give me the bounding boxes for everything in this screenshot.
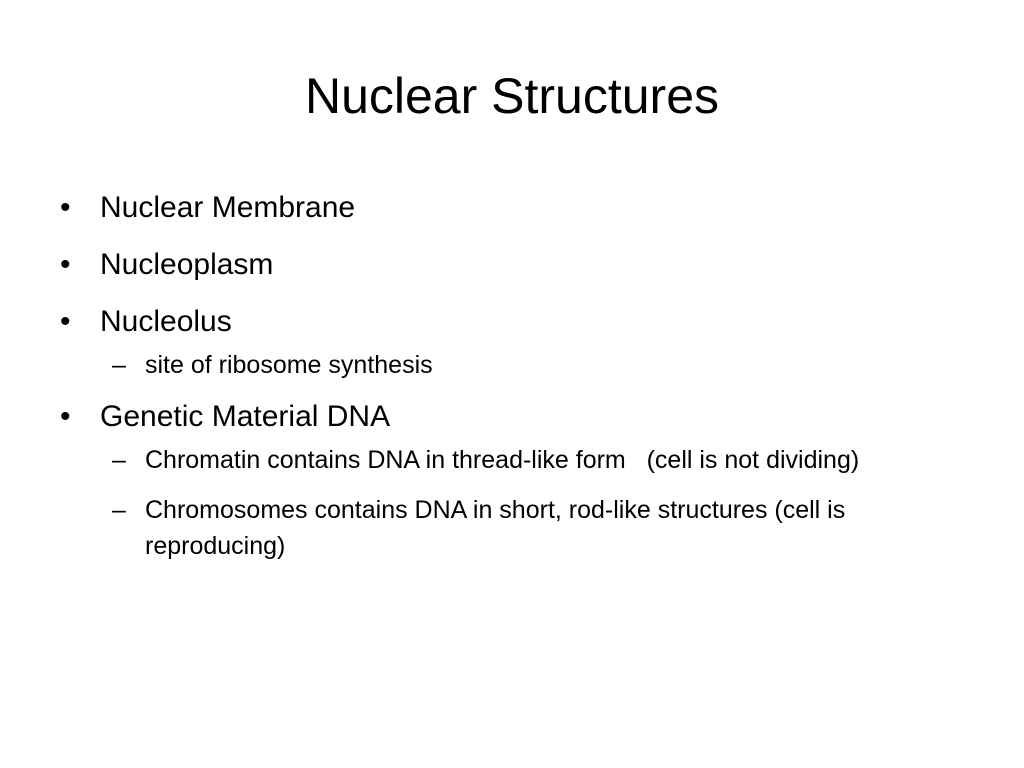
bullet-marker: • — [60, 248, 71, 281]
bullet-text: Nucleoplasm — [100, 248, 274, 281]
sub-bullet-item: – Chromosomes contains DNA in short, rod… — [112, 492, 958, 564]
sub-bullet-item: – site of ribosome synthesis — [112, 347, 958, 383]
bullet-marker: • — [60, 305, 71, 338]
sub-bullet-item: – Chromatin contains DNA in thread-like … — [112, 442, 958, 478]
sub-bullet-text: Chromatin contains DNA in thread-like fo… — [145, 446, 860, 474]
bullet-text: Nuclear Membrane — [100, 191, 356, 224]
bullet-marker: • — [60, 191, 71, 224]
bullet-list: • Nuclear Membrane • Nucleoplasm • Nucle… — [58, 188, 958, 578]
sub-bullet-marker: – — [112, 446, 126, 474]
bullet-text: Nucleolus — [100, 305, 232, 338]
slide-title: Nuclear Structures — [304, 68, 720, 124]
bullet-item: • Nuclear Membrane — [58, 188, 958, 228]
sub-bullet-marker: – — [112, 496, 126, 524]
bullet-text: Genetic Material DNA — [100, 400, 391, 433]
bullet-item: • Genetic Material DNA — [58, 397, 958, 437]
sub-bullet-text: Chromosomes contains DNA in short, rod-l… — [145, 496, 846, 560]
bullet-item: • Nucleoplasm — [58, 245, 958, 285]
sub-bullet-marker: – — [112, 351, 126, 379]
sub-bullet-text: site of ribosome synthesis — [145, 351, 433, 379]
bullet-marker: • — [60, 400, 71, 433]
bullet-item: • Nucleolus — [58, 302, 958, 342]
